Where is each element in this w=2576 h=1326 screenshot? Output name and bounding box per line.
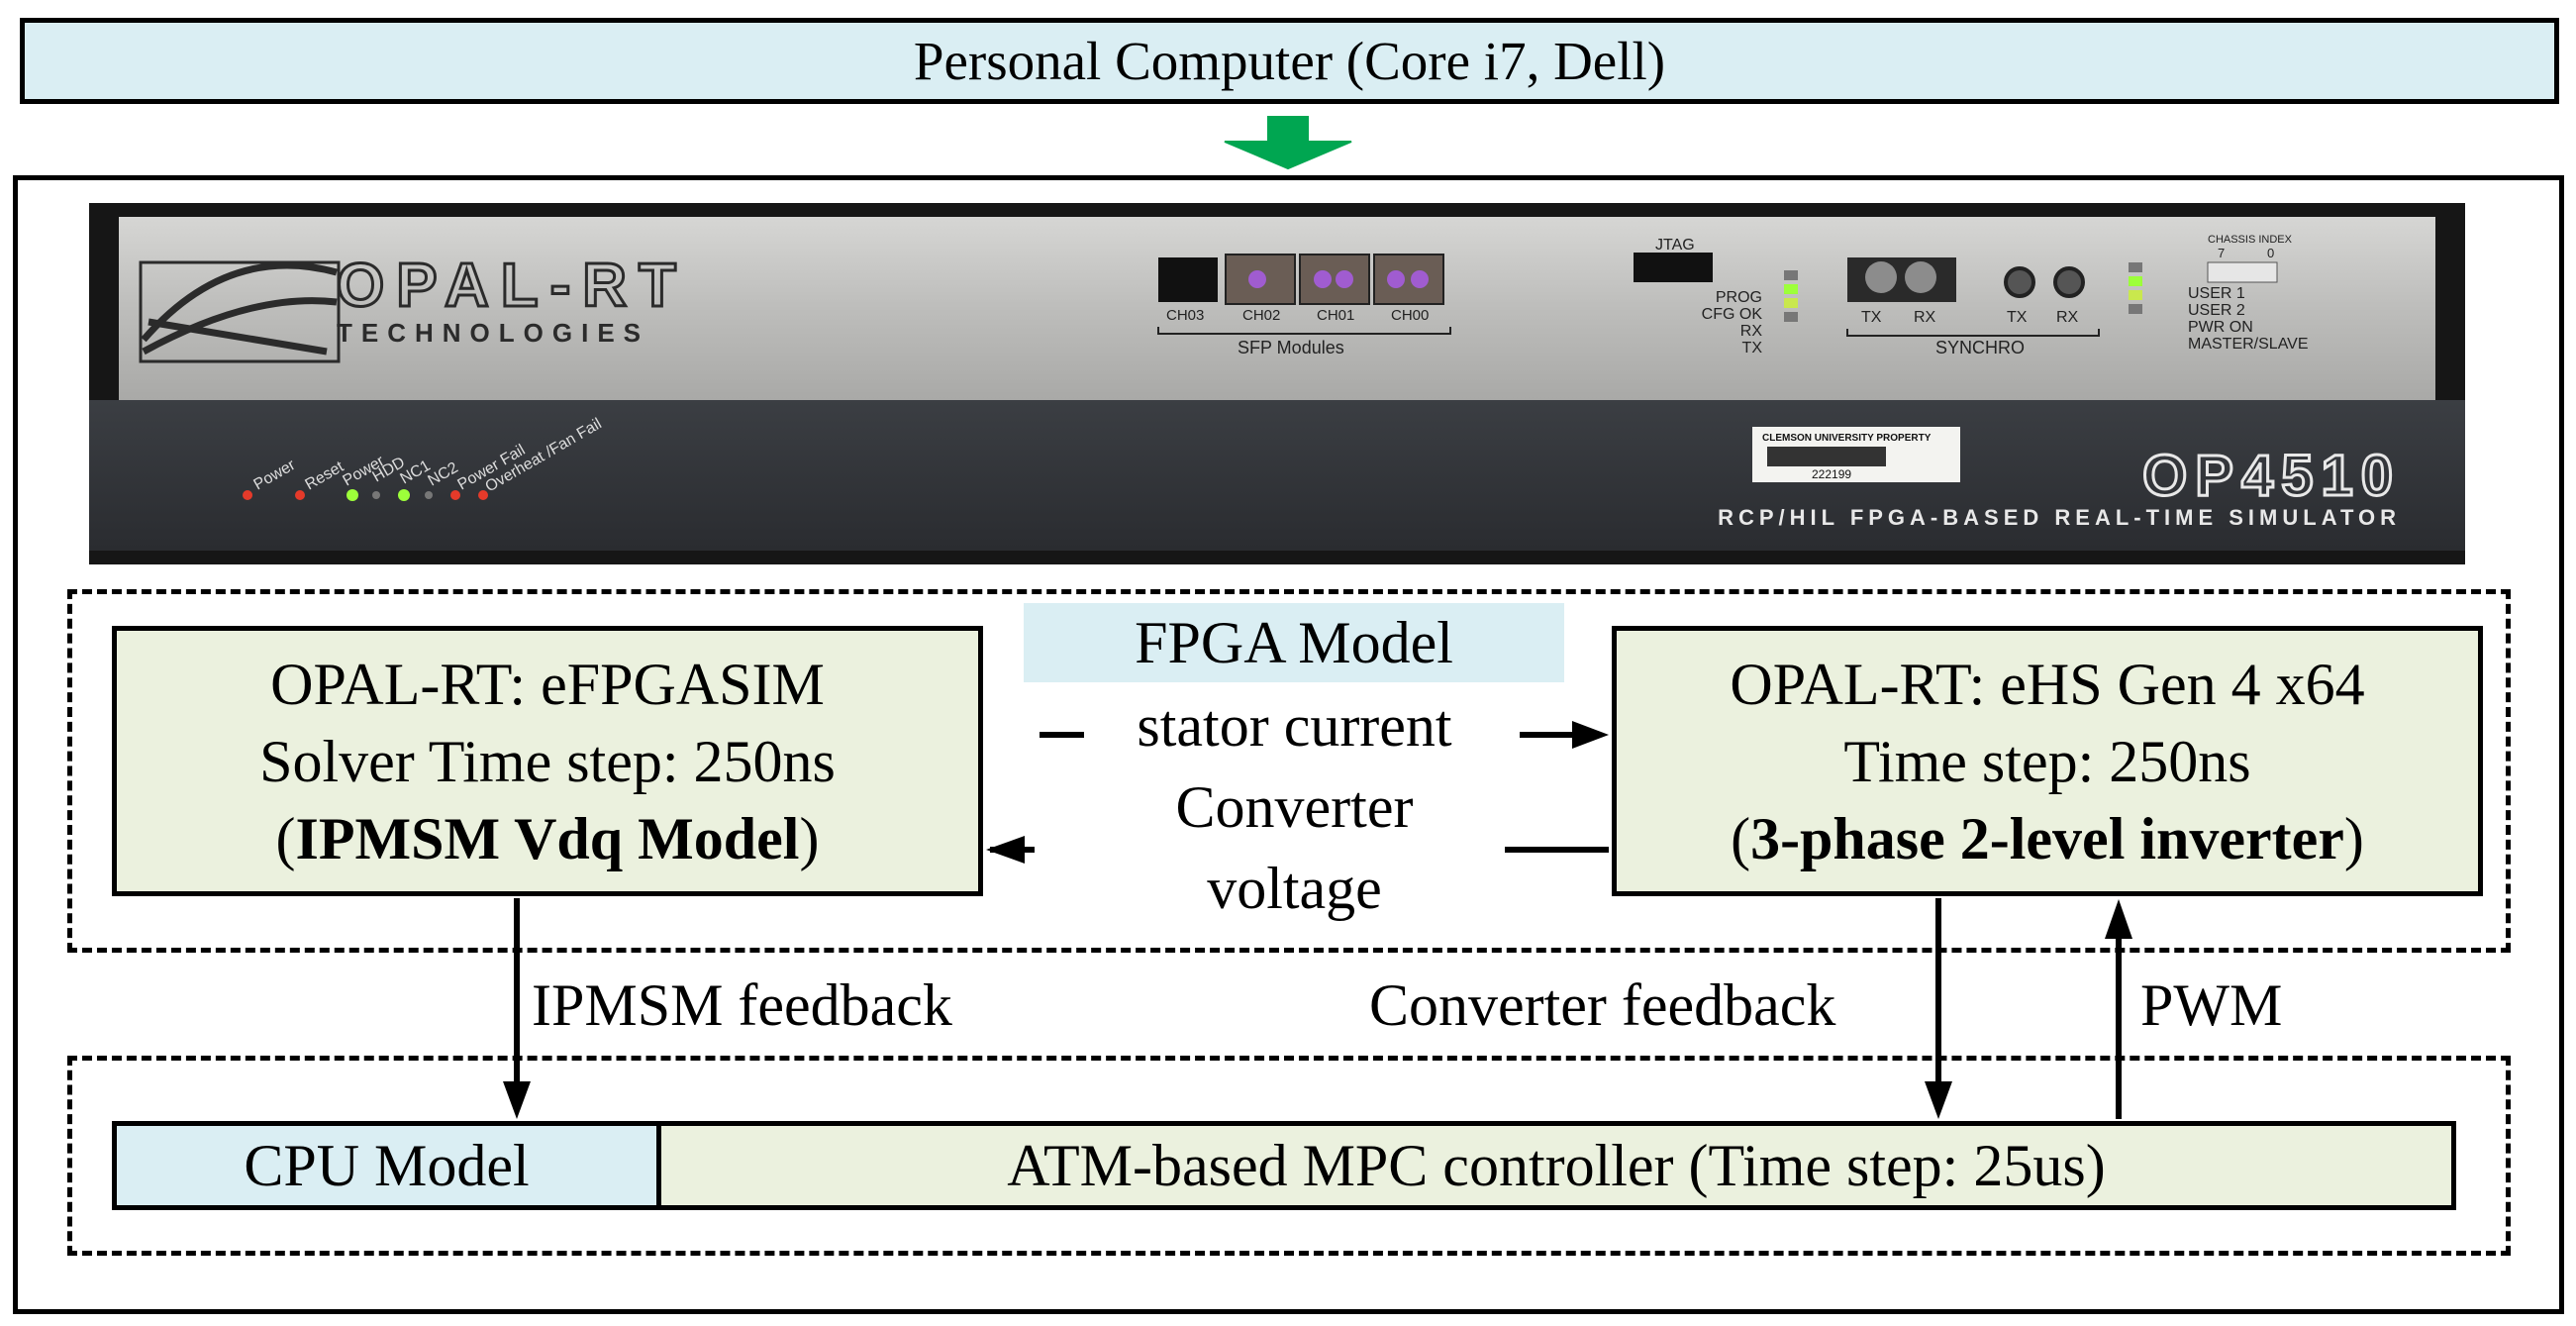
- ipmsm-feedback-label: IPMSM feedback: [532, 972, 952, 1038]
- brand-text: OPAL-RT: [337, 252, 688, 320]
- personal-computer-block: Personal Computer (Core i7, Dell): [20, 18, 2559, 104]
- chassis-digit: 0: [2267, 246, 2274, 260]
- synchro-ports: TX RX TX RX SYNCHRO: [1846, 257, 2100, 357]
- user-led-label: USER 1: [2188, 285, 2245, 302]
- cpu-model-block: CPU Model: [112, 1121, 661, 1210]
- stator-current-label: stator current: [1137, 693, 1452, 759]
- synchro-port-label: RX: [1914, 309, 1936, 326]
- mpc-controller-block: ATM-based MPC controller (Time step: 25u…: [656, 1121, 2456, 1210]
- ehs-model-name: 3-phase 2-level inverter: [1750, 805, 2344, 871]
- sfp-modules: CH03 CH02 CH01 CH00 SFP Modules: [1157, 254, 1451, 357]
- user-led-label: USER 2: [2188, 302, 2245, 319]
- status-led-label: PROG: [1716, 289, 1762, 306]
- chassis-digit: 7: [2218, 246, 2225, 260]
- efpgasim-title: OPAL-RT: eFPGASIM: [270, 651, 825, 717]
- synchro-label: SYNCHRO: [1935, 338, 2025, 357]
- device-illustration: OPAL-RT TECHNOLOGIES CH03 CH02 CH01 CH00…: [89, 203, 2465, 564]
- green-down-arrow-icon: [1224, 116, 1352, 170]
- efpgasim-model-line: (IPMSM Vdq Model): [275, 805, 820, 871]
- status-led-label: TX: [1742, 340, 1763, 357]
- chassis-index-label: CHASSIS INDEX: [2208, 234, 2293, 246]
- mpc-controller-label: ATM-based MPC controller (Time step: 25u…: [1007, 1133, 2106, 1198]
- efpgasim-model-name: IPMSM Vdq Model: [295, 805, 800, 871]
- ehs-title: OPAL-RT: eHS Gen 4 x64: [1730, 651, 2365, 717]
- property-sticker: CLEMSON UNIVERSITY PROPERTY 222199: [1752, 427, 1960, 482]
- sfp-port-label: CH03: [1166, 307, 1204, 324]
- sticker-title: CLEMSON UNIVERSITY PROPERTY: [1762, 433, 1932, 444]
- synchro-port-label: TX: [2007, 309, 2028, 326]
- status-led-label: RX: [1740, 323, 1763, 340]
- synchro-port-label: TX: [1861, 309, 1882, 326]
- synchro-port-label: RX: [2056, 309, 2079, 326]
- pwm-label: PWM: [2140, 972, 2283, 1038]
- efpgasim-block: OPAL-RT: eFPGASIM Solver Time step: 250n…: [112, 626, 983, 896]
- opal-rt-logo-icon: [139, 260, 341, 363]
- fpga-model-label: FPGA Model: [1024, 603, 1564, 682]
- real-time-simulator-frame: [13, 175, 2564, 1314]
- user-led-label: PWR ON: [2188, 319, 2253, 336]
- ehs-model-line: (3-phase 2-level inverter): [1731, 805, 2364, 871]
- fpga-model-region: [67, 589, 2511, 953]
- user-led-label: MASTER/SLAVE: [2188, 336, 2309, 353]
- front-panel-lower: [89, 400, 2465, 551]
- personal-computer-label: Personal Computer (Core i7, Dell): [913, 31, 1666, 91]
- front-panel-upper: [119, 217, 2435, 400]
- converter-voltage-label-2: voltage: [1207, 856, 1382, 922]
- cpu-model-label: CPU Model: [244, 1133, 530, 1198]
- converter-feedback-label: Converter feedback: [1369, 972, 1836, 1038]
- cpu-model-region: [67, 1056, 2511, 1256]
- status-leds: PROG CFG OK RX TX: [1702, 270, 1798, 357]
- converter-voltage-label-1: Converter: [1175, 774, 1414, 841]
- ehs-block: OPAL-RT: eHS Gen 4 x64 Time step: 250ns …: [1612, 626, 2483, 896]
- ehs-timestep: Time step: 250ns: [1843, 728, 2251, 794]
- jtag-label: JTAG: [1655, 237, 1695, 254]
- sfp-port-label: CH01: [1317, 307, 1354, 324]
- op4510-device-photo: OPAL-RT TECHNOLOGIES CH03 CH02 CH01 CH00…: [89, 203, 2465, 564]
- model-text: OP4510: [2142, 444, 2401, 508]
- sfp-port-label: CH02: [1242, 307, 1280, 324]
- jtag-port: [1634, 253, 1713, 282]
- model-subtitle: RCP/HIL FPGA-BASED REAL-TIME SIMULATOR: [1718, 505, 2401, 530]
- sfp-port-label: CH00: [1391, 307, 1429, 324]
- efpgasim-timestep: Solver Time step: 250ns: [259, 728, 836, 794]
- sticker-number: 222199: [1812, 467, 1851, 481]
- fpga-model-label-text: FPGA Model: [1135, 610, 1453, 675]
- sfp-modules-label: SFP Modules: [1238, 338, 1344, 357]
- user-leds: USER 1 USER 2 PWR ON MASTER/SLAVE CHASSI…: [2129, 234, 2309, 353]
- status-led-label: CFG OK: [1702, 306, 1763, 323]
- signal-labels: stator current Converter voltage: [1010, 685, 1579, 930]
- brand-sub-text: TECHNOLOGIES: [337, 318, 649, 348]
